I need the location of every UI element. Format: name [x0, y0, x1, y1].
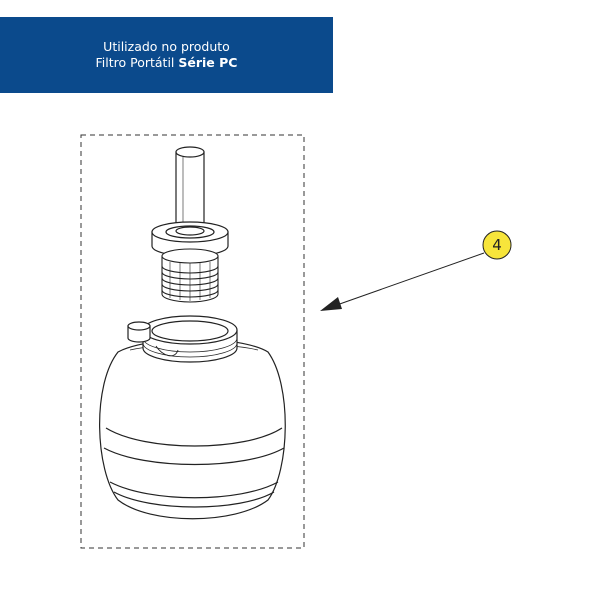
callout-bubble: 4 — [482, 230, 512, 260]
banner-line-2: Filtro Portátil Série PC — [96, 55, 238, 71]
flange-collar-part — [151, 221, 229, 257]
product-banner: Utilizado no produto Filtro Portátil Sér… — [0, 17, 333, 93]
threaded-strainer-part — [161, 248, 219, 303]
callout-number: 4 — [492, 236, 502, 254]
part-group-boundary — [80, 134, 305, 549]
banner-series-name: Série PC — [178, 55, 238, 70]
banner-line-1: Utilizado no produto — [103, 39, 230, 54]
tank-neck — [142, 315, 238, 363]
banner-product-name: Filtro Portátil — [95, 55, 179, 70]
tank-body-part — [99, 338, 286, 520]
callout-leader-arrow — [320, 252, 485, 311]
tube-part — [175, 146, 205, 233]
side-port-cap — [127, 321, 151, 343]
